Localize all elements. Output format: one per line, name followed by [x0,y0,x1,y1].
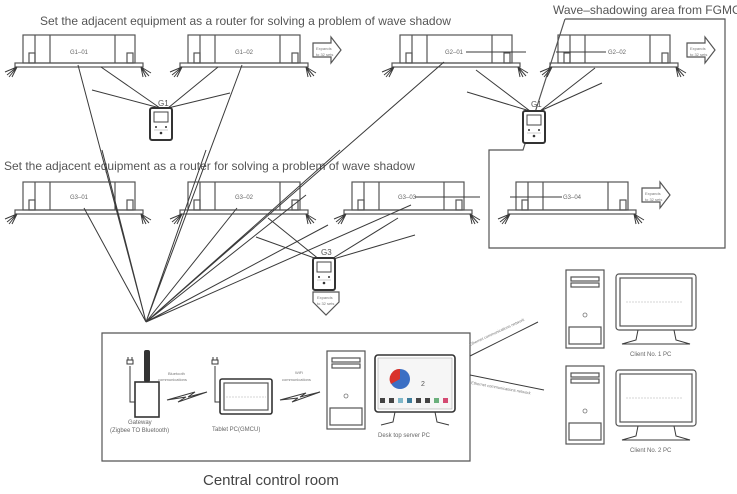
controller-label: G3 [321,248,332,257]
bluetooth-sublabel: communications [158,377,187,382]
client-1-monitor [615,273,697,345]
server-label: Desk top server PC [378,433,431,439]
unit-label: G2–01 [445,50,464,56]
controller-g1-right [522,110,546,144]
svg-text:Expands: Expands [645,191,661,196]
svg-text:Expands: Expands [690,46,706,51]
g1-links [91,66,231,109]
svg-text:Expands: Expands [316,46,332,51]
g3-links [255,217,416,261]
unit-label: G3–04 [563,195,582,201]
svg-text:to 32 sets: to 32 sets [645,197,662,202]
unit-label: G3–03 [398,195,417,201]
controller-g3 [312,257,336,291]
svg-text:to 32 sets: to 32 sets [316,52,333,57]
wifi-label: WiFi [295,370,303,375]
svg-text:Expands: Expands [317,295,333,300]
wifi-sublabel: communications [282,377,311,382]
tablet-label: Tablet PC(GMCU) [212,427,260,433]
svg-text:to 32 sets: to 32 sets [317,301,334,306]
client-1-tower [565,269,605,349]
client-2-tower [565,365,605,445]
router-note-top: Set the adjacent equipment as a router f… [40,14,451,28]
unit-label: G1–01 [70,50,89,56]
gateway-sublabel: (Zigbee TO Bluetooth) [110,428,169,434]
g1-right-links [466,67,603,112]
wave-shadow-area-boundary [488,18,726,249]
fcu-g2-02 [539,34,687,78]
ethernet-line-1 [469,321,539,357]
unit-label: G3–01 [70,195,89,201]
unit-label: G1–02 [235,50,254,56]
bluetooth-label: Bluetooth [168,371,185,376]
controller-g1 [149,107,173,141]
tablet-gmcu [211,357,273,415]
client-2-label: Client No. 2 PC [630,448,672,454]
gateway-links [77,61,445,323]
desktop-server-monitor: 2 [374,354,456,426]
fcu-g1-01 [4,34,152,78]
fcu-g3-04 [497,181,645,225]
fcu-g1-02 [169,34,317,78]
controller-label: G1 [158,99,169,108]
central-control-room-box [101,332,471,462]
unit-label: G3–02 [235,195,254,201]
unit-label: G2–02 [608,50,627,56]
shadow-area-label: Wave–shadowing area from FGMCU [553,3,737,17]
router-note-mid: Set the adjacent equipment as a router f… [4,159,415,173]
controller-label: G1 [531,100,542,109]
wifi-link-icon [279,391,321,403]
central-control-room-title: Central control room [203,472,339,489]
fcu-g3-02 [169,181,317,225]
fcu-g3-03 [333,181,481,225]
client-1-label: Client No. 1 PC [630,352,672,358]
server-tower [326,350,366,430]
bluetooth-link-icon [166,391,208,403]
fcu-g3-01 [4,181,152,225]
dashboard-value: 2 [421,381,425,388]
expand-arrow-down: Expands to 32 sets [312,291,340,316]
fcu-g2-01 [381,34,529,78]
gateway-label: Gateway [128,420,152,426]
svg-text:to 32 sets: to 32 sets [690,52,707,57]
client-2-monitor [615,369,697,441]
ethernet-label-2: Ethernet communications network [471,380,531,395]
gateway-device [126,350,160,418]
ethernet-line-2 [469,374,545,391]
